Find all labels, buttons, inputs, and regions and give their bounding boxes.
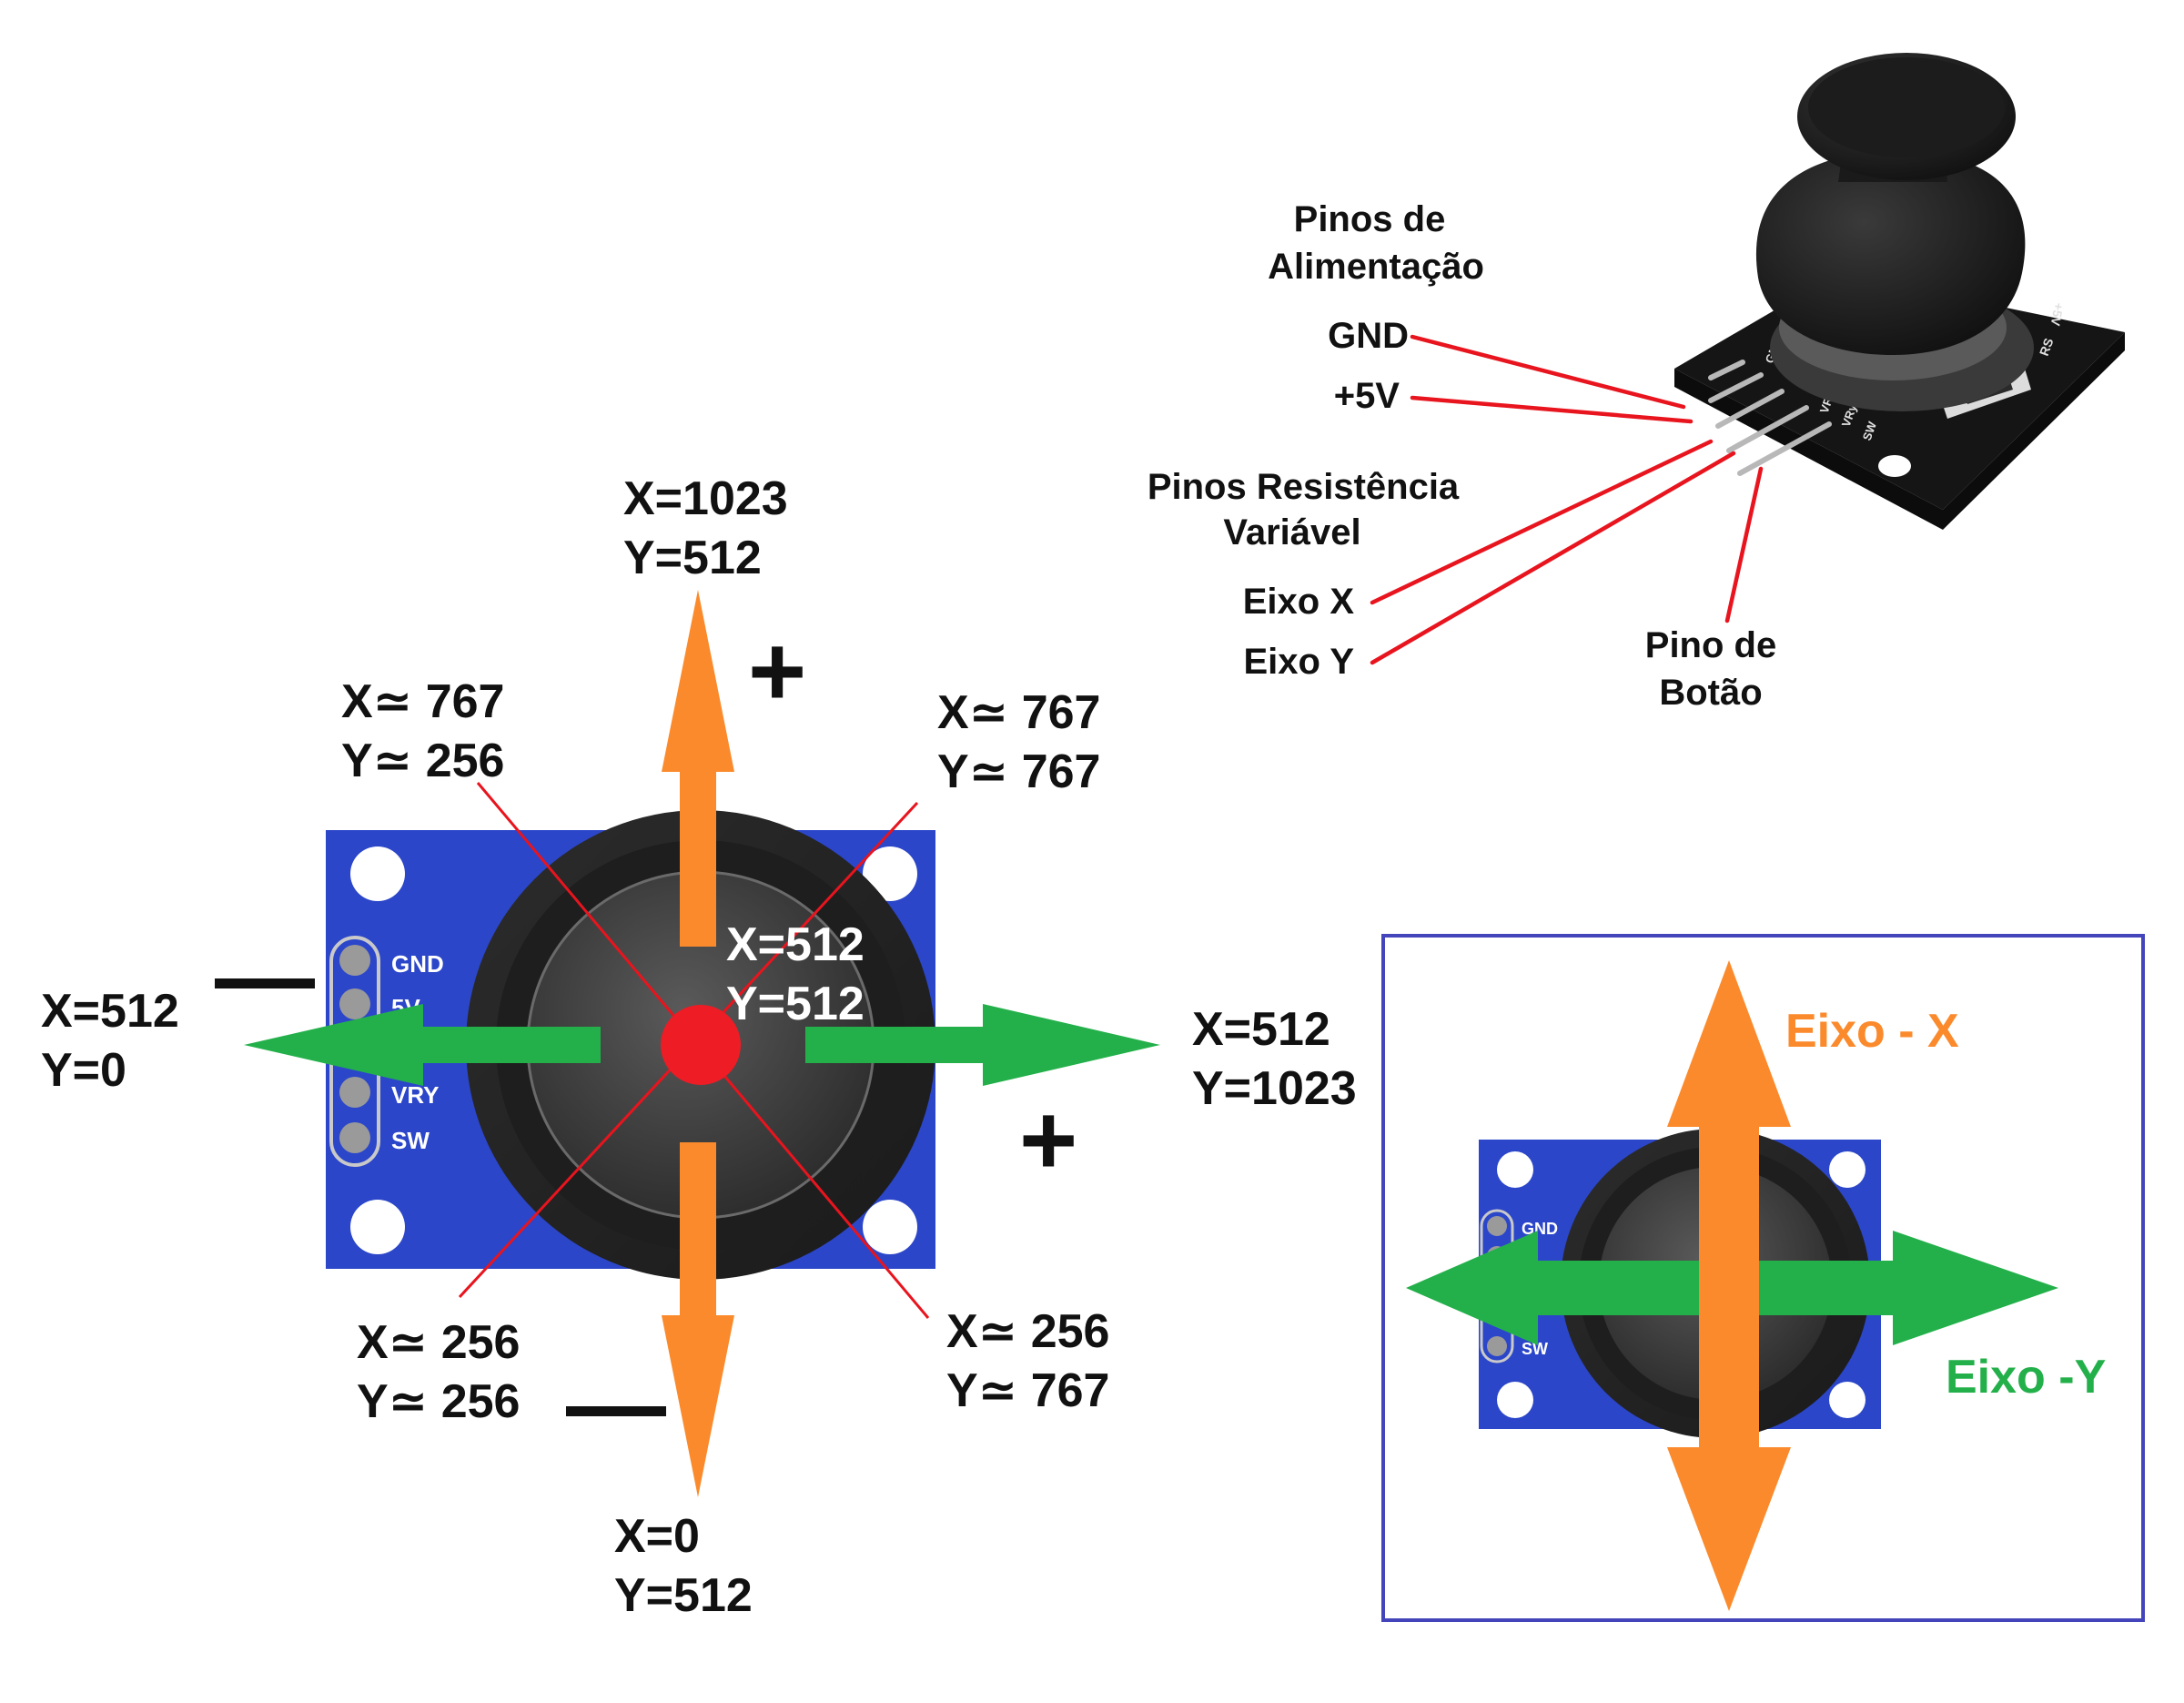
legend-pin-sw: SW bbox=[1522, 1340, 1548, 1358]
pos-down-right-x: X≃ 256 bbox=[946, 1305, 1109, 1358]
pos-up-x: X=1023 bbox=[623, 472, 788, 525]
direction-signs: + + — — bbox=[215, 615, 1077, 1460]
mount-hole-br bbox=[863, 1200, 917, 1254]
module-silk-sw: SW bbox=[1860, 420, 1880, 442]
pos-left-x: X=512 bbox=[41, 985, 179, 1038]
position-labels: X=1023 Y=512 X=512 Y=512 X=512 Y=0 X=512… bbox=[41, 472, 1357, 1622]
pos-up-y: Y=512 bbox=[623, 532, 762, 584]
axis-legend: GND SW Eixo - X Eixo -Y bbox=[1381, 934, 2145, 1622]
mount-hole-tl bbox=[350, 846, 405, 901]
mount-hole-tr bbox=[863, 846, 917, 901]
pin-leader-lines bbox=[1370, 334, 1764, 665]
pos-down-left-y: Y≃ 256 bbox=[357, 1375, 520, 1428]
center-dot-icon bbox=[661, 1005, 741, 1085]
leader-button bbox=[1724, 466, 1764, 623]
board-pin-gnd: GND bbox=[391, 950, 444, 978]
arrow-up bbox=[662, 590, 734, 947]
header-pins-icon bbox=[1708, 360, 1832, 476]
legend-axis-x: Eixo - X bbox=[1785, 1005, 1959, 1058]
board-pin-sw: SW bbox=[391, 1127, 430, 1154]
resistance-title-line1: Pinos Resistência bbox=[1148, 467, 1460, 507]
module-silk-rs: RS bbox=[2037, 336, 2057, 358]
pos-center-x: X=512 bbox=[726, 918, 864, 971]
pos-up-left-x: X≃ 767 bbox=[341, 675, 504, 728]
label-gnd: GND bbox=[1328, 316, 1409, 356]
board-pin-vry: VRY bbox=[391, 1081, 440, 1109]
arrow-right bbox=[805, 1004, 1160, 1086]
joystick-module-photo-icon: RS +5V GND VRx VRy SW bbox=[1674, 53, 2125, 530]
arrow-down bbox=[662, 1142, 734, 1497]
arrow-left bbox=[244, 1004, 601, 1086]
resistance-title-line2: Variável bbox=[1223, 512, 1360, 552]
button-title-line1: Pino de bbox=[1645, 625, 1776, 665]
pos-up-right-y: Y≃ 767 bbox=[937, 745, 1100, 798]
pos-down-left-x: X≃ 256 bbox=[357, 1316, 520, 1369]
sign-minus-left: — bbox=[215, 920, 315, 1032]
pos-down-y: Y=512 bbox=[614, 1569, 753, 1622]
label-axis-x: Eixo X bbox=[1243, 582, 1355, 622]
sign-plus-top: + bbox=[748, 615, 806, 727]
pos-down-right-y: Y≃ 767 bbox=[946, 1364, 1109, 1417]
pos-down-x: X=0 bbox=[614, 1510, 700, 1563]
pos-center-y: Y=512 bbox=[726, 978, 864, 1030]
label-axis-y: Eixo Y bbox=[1243, 642, 1354, 682]
module-silk-v5: +5V bbox=[2048, 301, 2067, 327]
leader-5v bbox=[1410, 395, 1694, 424]
legend-arrow-x bbox=[1667, 960, 1791, 1611]
pos-up-left-y: Y≃ 256 bbox=[341, 735, 504, 787]
sign-plus-right: + bbox=[1019, 1084, 1077, 1196]
pos-up-right-x: X≃ 767 bbox=[937, 686, 1100, 739]
power-title-line1: Pinos de bbox=[1294, 199, 1446, 239]
pos-left-y: Y=0 bbox=[41, 1044, 126, 1097]
button-title-line2: Botão bbox=[1659, 673, 1762, 713]
legend-axis-y: Eixo -Y bbox=[1946, 1351, 2106, 1404]
axis-arrows-icon bbox=[244, 590, 1160, 1497]
leader-gnd bbox=[1410, 334, 1686, 410]
pos-right-y: Y=1023 bbox=[1192, 1062, 1357, 1115]
sign-minus-bottom: — bbox=[566, 1348, 666, 1460]
power-title-line2: Alimentação bbox=[1268, 247, 1484, 287]
legend-pin-gnd: GND bbox=[1522, 1220, 1558, 1238]
label-5v: +5V bbox=[1334, 376, 1400, 416]
pos-right-x: X=512 bbox=[1192, 1003, 1330, 1056]
pinout-labels: Pinos de Alimentação GND +5V Pinos Resis… bbox=[1148, 199, 1776, 713]
leader-axis-y bbox=[1370, 451, 1736, 665]
mount-hole-bl bbox=[350, 1200, 405, 1254]
leader-axis-x bbox=[1370, 439, 1714, 605]
